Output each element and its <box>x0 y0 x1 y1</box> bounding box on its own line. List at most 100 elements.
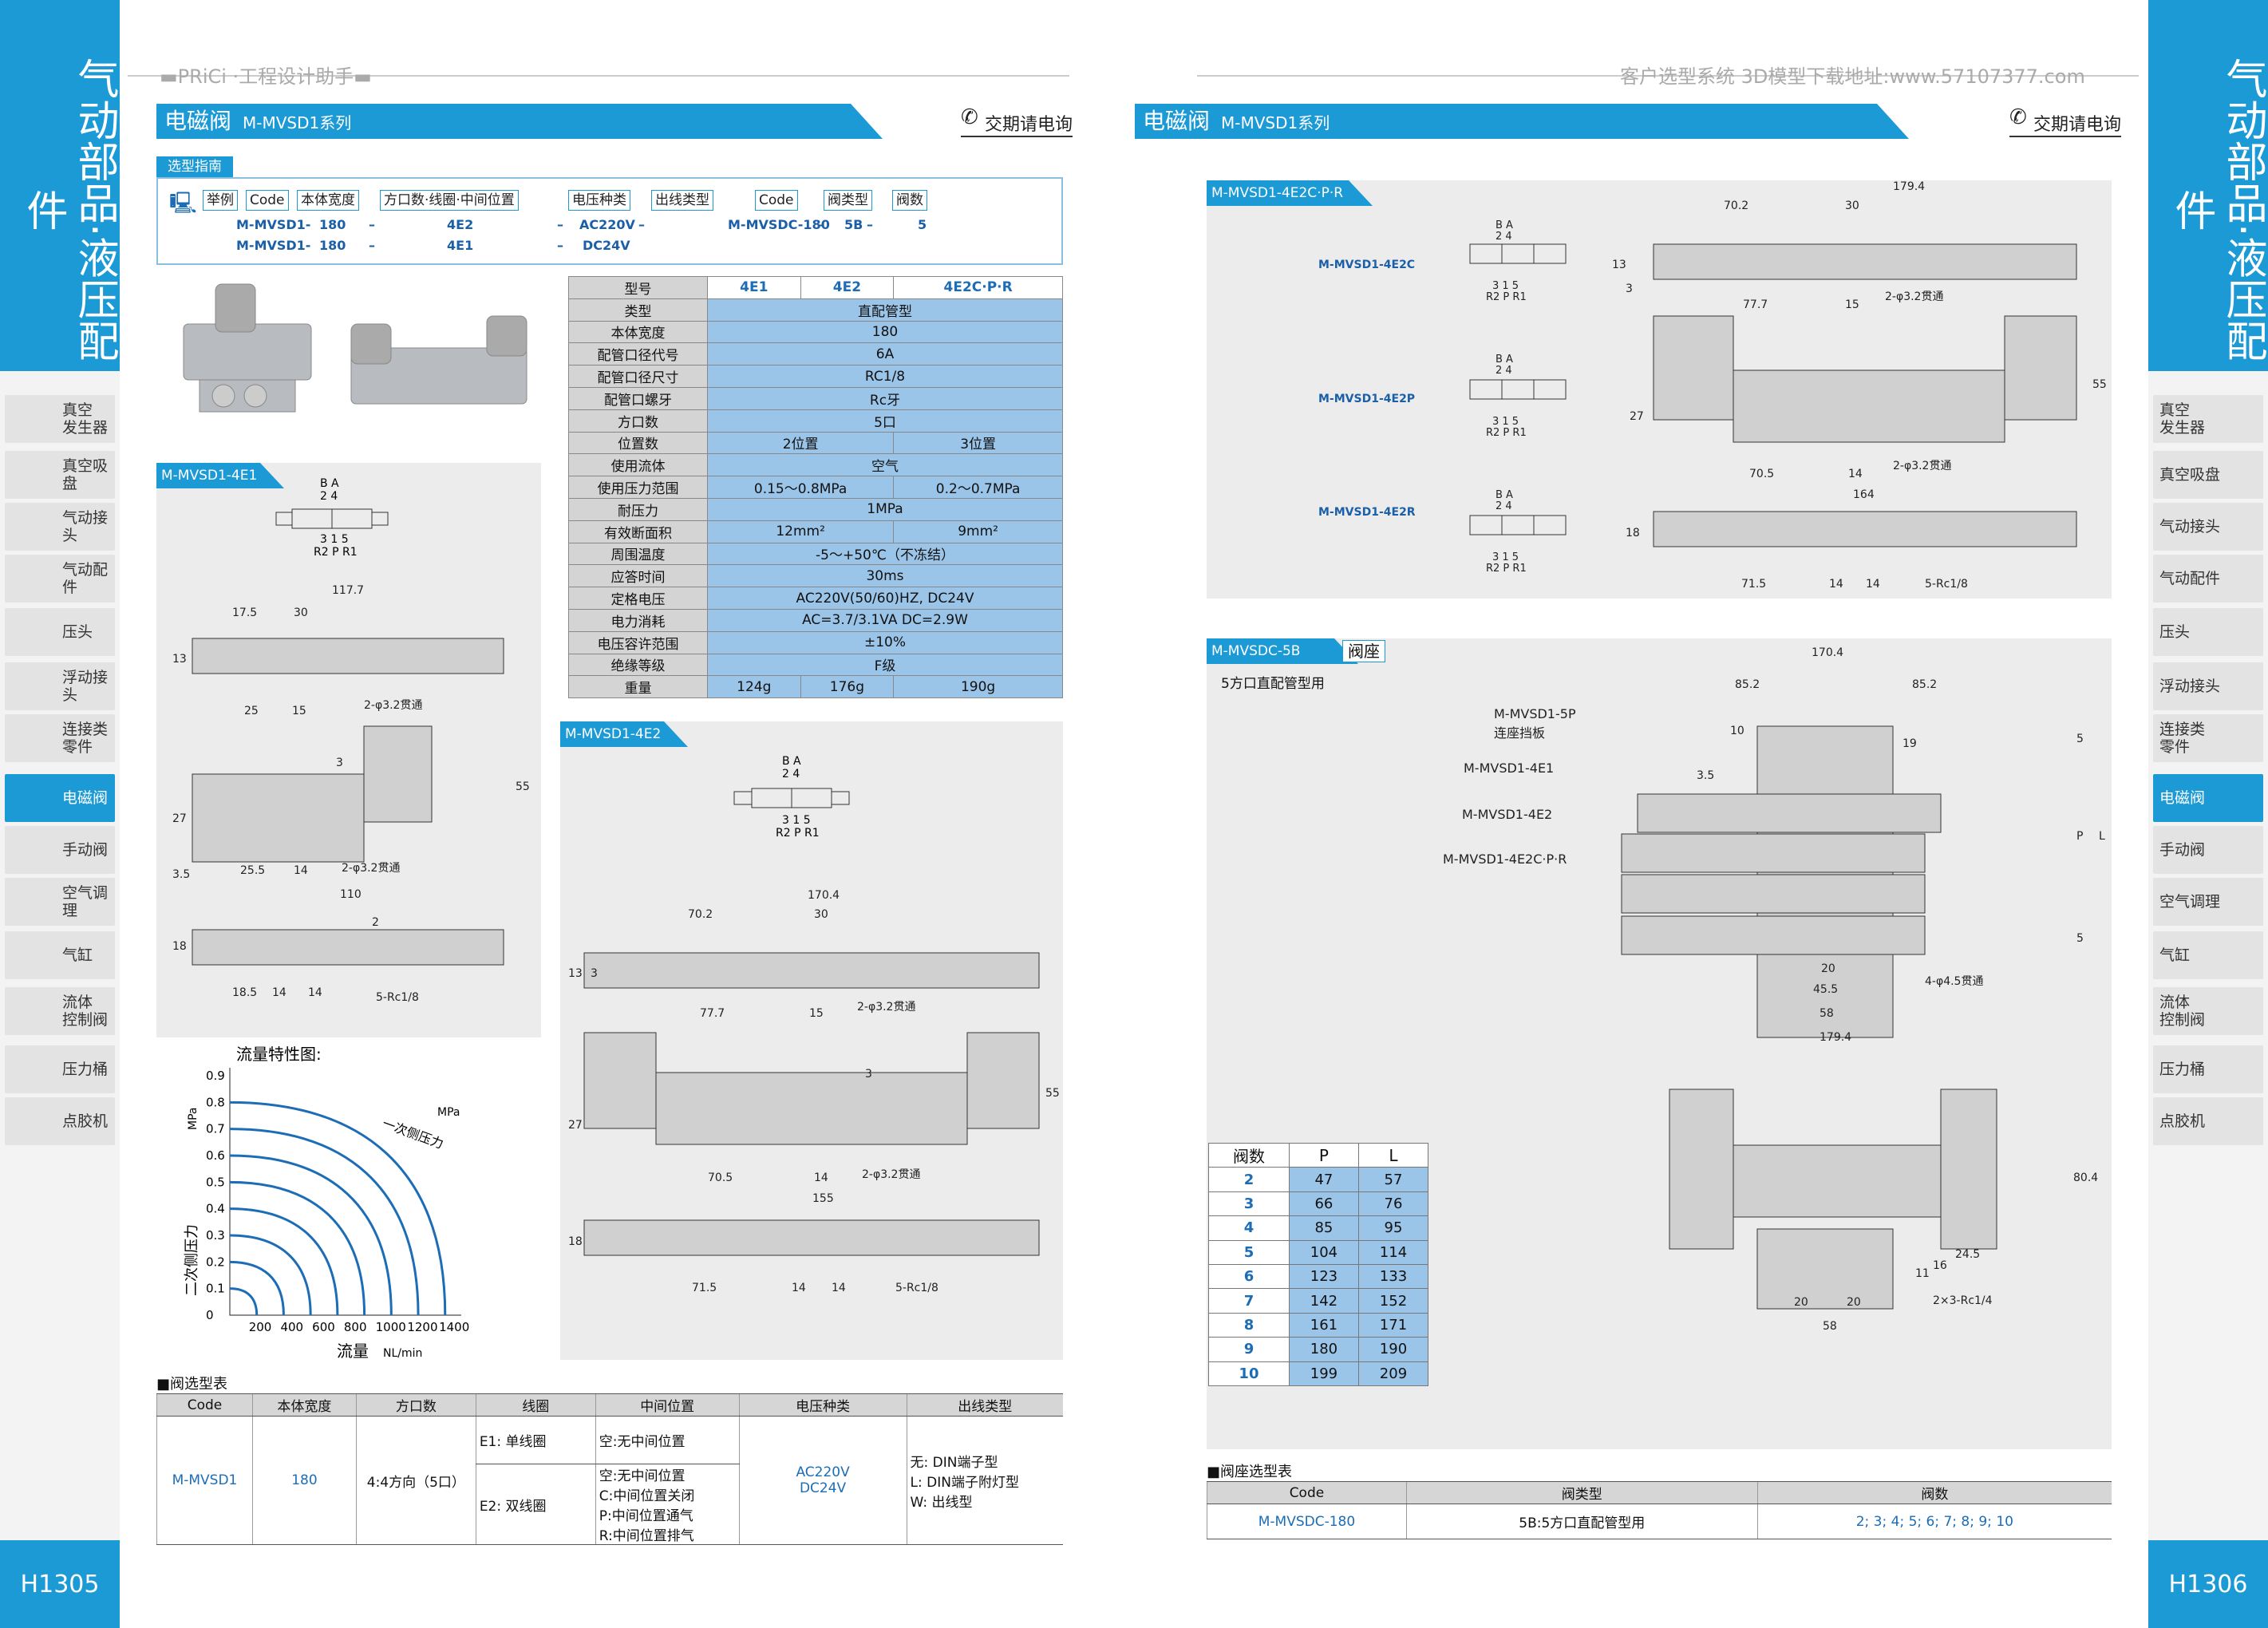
flow-curve <box>229 1260 285 1316</box>
sidebar-item-13[interactable]: 点胶机 <box>5 1097 115 1145</box>
sidebar-item-5[interactable]: 浮动接头 <box>5 662 115 710</box>
count-header: 阀数 <box>1208 1142 1290 1168</box>
spec-row-value: 1MPa <box>707 497 1063 521</box>
count-cell: 7 <box>1208 1288 1290 1314</box>
count-header: L <box>1357 1142 1429 1168</box>
sidebar-item-9[interactable]: 空气调理 <box>5 878 115 926</box>
svg-text:58: 58 <box>1823 1320 1837 1333</box>
sidebar-item-0[interactable]: 真空 发生器 <box>2153 395 2263 443</box>
svg-text:70.5: 70.5 <box>708 1172 733 1184</box>
svg-text:14: 14 <box>792 1282 806 1294</box>
sidebar-item-1[interactable]: 真空吸盘 <box>2153 451 2263 499</box>
guide-chip-width: 本体宽度 <box>297 190 359 211</box>
svg-text:3.5: 3.5 <box>1697 769 1714 782</box>
spec-row-label: 绝缘等级 <box>568 653 708 677</box>
svg-text:15: 15 <box>292 705 306 717</box>
seat-desc: 5方口直配管型用 <box>1221 676 1325 692</box>
svg-text:55: 55 <box>516 780 530 793</box>
sidebar-item-3[interactable]: 气动配件 <box>5 555 115 603</box>
header-download-link[interactable]: 客户选型系统 3D模型下载地址:www.57107377.com <box>1620 65 2085 88</box>
guide-row2-cell: M-MVSD1- <box>236 238 311 253</box>
svg-text:13: 13 <box>1612 259 1626 271</box>
flow-y-tick: 0 <box>206 1308 214 1322</box>
flow-x-tick: 600 <box>312 1320 335 1334</box>
sidebar-item-10[interactable]: 气缸 <box>5 931 115 979</box>
svg-text:MPa: MPa <box>187 1108 200 1130</box>
sidebar-item-0[interactable]: 真空 发生器 <box>5 395 115 443</box>
flow-curve <box>229 1234 312 1316</box>
guide-chip-example: 举例 <box>203 190 238 211</box>
guide-row1-cell: – <box>369 217 375 232</box>
sidebar-item-9[interactable]: 空气调理 <box>2153 878 2263 926</box>
svg-text:85.2: 85.2 <box>1735 678 1760 691</box>
guide-chip-wire: 出线类型 <box>651 190 713 211</box>
guide-row2-cell: 180 <box>319 238 346 253</box>
svg-text:3: 3 <box>865 1068 872 1081</box>
vt-ports: 4:4方向（5口） <box>355 1416 476 1545</box>
svg-text:18.5: 18.5 <box>232 986 257 999</box>
count-cell: 4 <box>1208 1215 1290 1241</box>
sidebar-item-11[interactable]: 流体 控制阀 <box>5 987 115 1035</box>
svg-text:17.5: 17.5 <box>232 607 257 619</box>
flow-curve <box>229 1128 420 1316</box>
svg-text:NL/min: NL/min <box>383 1347 422 1360</box>
sidebar-item-10[interactable]: 气缸 <box>2153 931 2263 979</box>
svg-text:164: 164 <box>1853 488 1875 501</box>
sidebar-item-12[interactable]: 压力桶 <box>2153 1045 2263 1093</box>
sidebar-item-12[interactable]: 压力桶 <box>5 1045 115 1093</box>
sidebar-item-13[interactable]: 点胶机 <box>2153 1097 2263 1145</box>
sidebar-item-6[interactable]: 连接类 零件 <box>2153 714 2263 762</box>
sidebar-item-4[interactable]: 压头 <box>5 608 115 656</box>
spec-row-value: 124g <box>707 675 801 699</box>
guide-chip-ports: 方口数·线圈·中间位置 <box>380 190 519 211</box>
sidebar-item-8[interactable]: 手动阀 <box>2153 826 2263 874</box>
svg-text:2 4: 2 4 <box>1496 231 1512 243</box>
svg-text:M-MVSD1-4E1: M-MVSD1-4E1 <box>1464 761 1554 776</box>
sidebar-item-4[interactable]: 压头 <box>2153 608 2263 656</box>
flow-x-tick: 1200 <box>407 1320 437 1334</box>
svg-text:110: 110 <box>340 888 362 901</box>
sidebar-item-5[interactable]: 浮动接头 <box>2153 662 2263 710</box>
svg-text:179.4: 179.4 <box>1893 180 1925 193</box>
sidebar-item-7[interactable]: 电磁阀 <box>2153 774 2263 822</box>
flow-x-tick: 400 <box>280 1320 303 1334</box>
svg-text:3 1 5: 3 1 5 <box>1492 416 1519 428</box>
guide-row1-cell: M-MVSDC-180 <box>728 217 830 232</box>
vt-header-ports: 方口数 <box>355 1393 476 1417</box>
svg-text:85.2: 85.2 <box>1912 678 1937 691</box>
svg-text:5-Rc1/8: 5-Rc1/8 <box>1925 578 1968 591</box>
svg-text:24.5: 24.5 <box>1955 1248 1980 1261</box>
svg-text:19: 19 <box>1903 737 1917 750</box>
sidebar-item-2[interactable]: 气动接头 <box>2153 503 2263 551</box>
sidebar-item-6[interactable]: 连接类 零件 <box>5 714 115 762</box>
sidebar-item-3[interactable]: 气动配件 <box>2153 555 2263 603</box>
flow-x-tick: 1000 <box>376 1320 406 1334</box>
guide-tab: 选型指南 <box>156 156 233 177</box>
svg-text:13: 13 <box>172 653 187 666</box>
panel-tag-4e2c: M-MVSD1-4E2C·P·R <box>1207 180 1373 206</box>
spec-row-label: 周围温度 <box>568 542 708 566</box>
svg-text:20: 20 <box>1821 962 1835 975</box>
sidebar-item-7[interactable]: 电磁阀 <box>5 774 115 822</box>
sidebar-item-2[interactable]: 气动接头 <box>5 503 115 551</box>
spec-row-value: 空气 <box>707 453 1063 477</box>
svg-text:70.2: 70.2 <box>688 908 713 921</box>
flow-curve <box>229 1180 366 1316</box>
st-header-type: 阀类型 <box>1405 1481 1758 1504</box>
svg-text:2 4: 2 4 <box>782 768 800 780</box>
spec-col-header: 4E2 <box>800 276 895 299</box>
sidebar-item-1[interactable]: 真空吸盘 <box>5 451 115 499</box>
flow-x-tick: 1400 <box>439 1320 469 1334</box>
left-sidebar: 气动部品·液压配件 真空 发生器真空吸盘气动接头气动配件压头浮动接头连接类 零件… <box>0 0 120 1628</box>
svg-text:3 1 5: 3 1 5 <box>1492 551 1519 563</box>
count-cell: 9 <box>1208 1337 1290 1362</box>
count-cell: 6 <box>1208 1263 1290 1290</box>
spec-row-label: 类型 <box>568 298 708 322</box>
sidebar-item-8[interactable]: 手动阀 <box>5 826 115 874</box>
svg-text:13: 13 <box>568 967 583 980</box>
svg-text:20: 20 <box>1794 1296 1808 1309</box>
sidebar-item-11[interactable]: 流体 控制阀 <box>2153 987 2263 1035</box>
seat-tag: 阀座 <box>1342 640 1385 662</box>
svg-text:14: 14 <box>308 986 322 999</box>
